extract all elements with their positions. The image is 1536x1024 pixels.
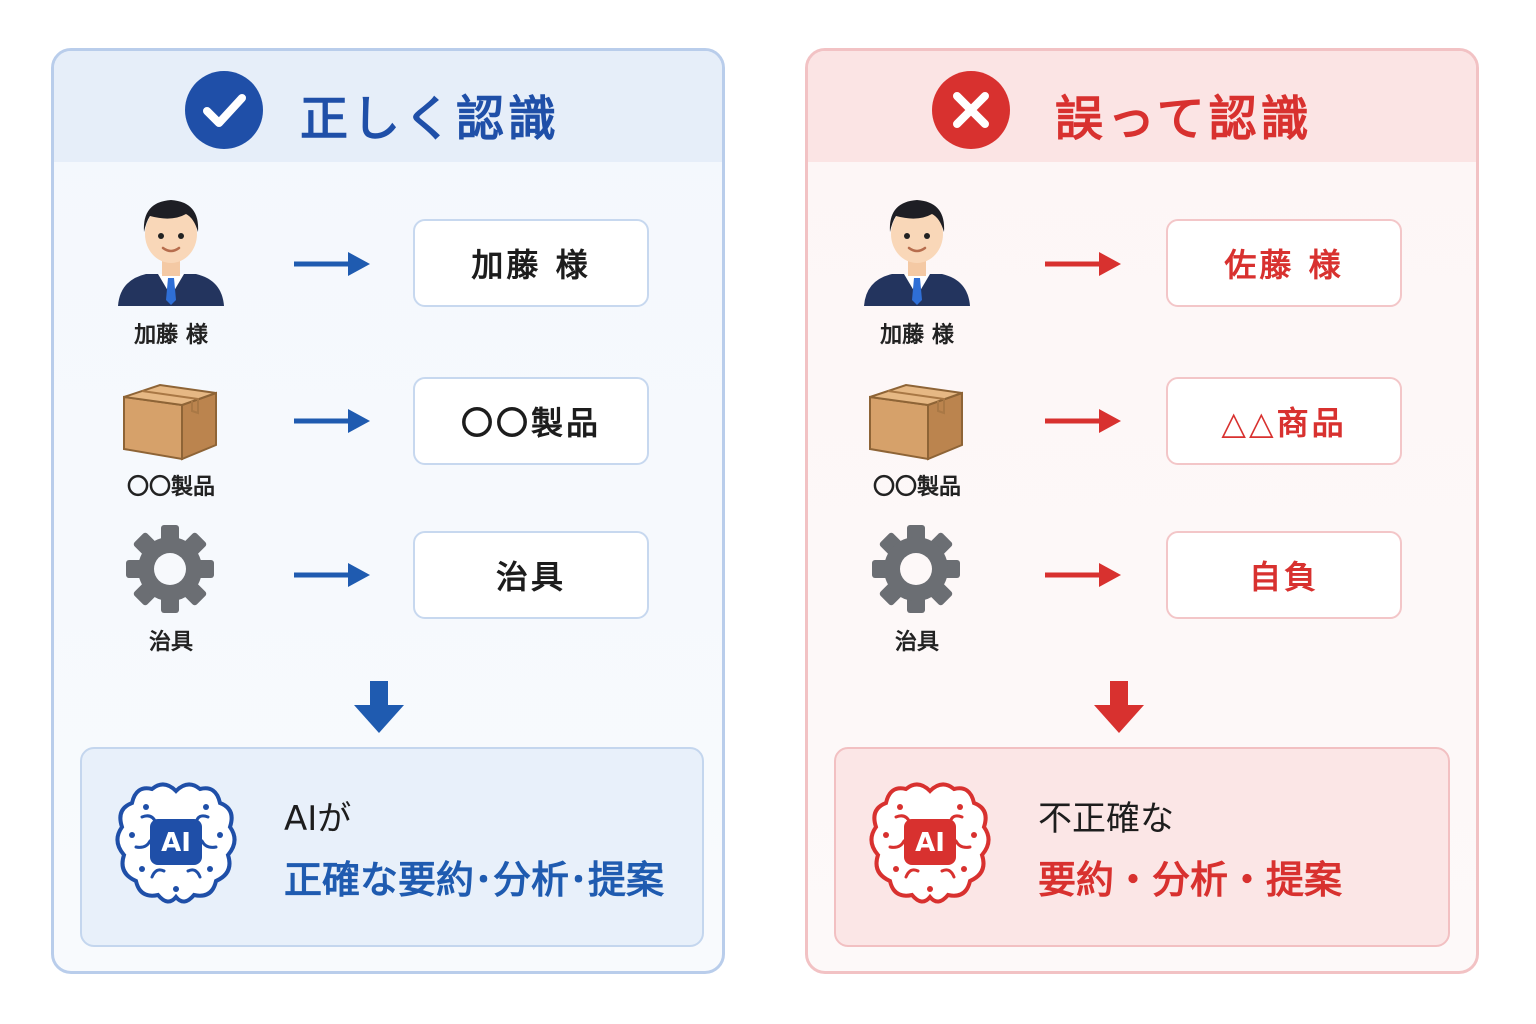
- result-box: 〇〇製品: [413, 377, 649, 465]
- source-label: 〇〇製品: [126, 475, 215, 500]
- result-box: △△商品: [1166, 377, 1402, 465]
- gear-icon: [870, 523, 962, 619]
- source-label: 加藤 様: [134, 323, 208, 348]
- summary-line-1: AIが: [284, 799, 352, 839]
- panel-title: 誤って認識: [1055, 91, 1313, 147]
- arrow-down-icon: [1094, 681, 1144, 733]
- incorrect-recognition-panel: 誤って認識 加藤 様 佐藤 様 〇〇製品 △△商品: [805, 48, 1479, 974]
- source-label: 〇〇製品: [872, 475, 961, 500]
- check-circle-icon: [185, 71, 263, 149]
- summary-line-2: 正確な要約･分析･提案: [284, 858, 665, 902]
- box-icon: [120, 369, 220, 465]
- result-box: 佐藤 様: [1166, 219, 1402, 307]
- summary-line-2: 要約・分析・提案: [1038, 858, 1343, 902]
- correct-recognition-panel: 正しく認識 加藤 様 加藤 様 〇〇製品 〇〇製品: [51, 48, 725, 974]
- ai-badge: AI: [915, 828, 945, 858]
- result-box: 加藤 様: [413, 219, 649, 307]
- ai-brain-icon: AI: [112, 777, 240, 913]
- arrow-right-icon: [294, 563, 370, 587]
- summary-box: AI 不正確な 要約・分析・提案: [834, 747, 1450, 947]
- gear-icon: [124, 523, 216, 619]
- box-icon: [866, 369, 966, 465]
- ai-badge: AI: [161, 828, 191, 858]
- arrow-right-icon: [1045, 252, 1121, 276]
- arrow-right-icon: [294, 252, 370, 276]
- result-box: 治具: [413, 531, 649, 619]
- person-icon: [116, 188, 226, 312]
- person-icon: [862, 188, 972, 312]
- arrow-right-icon: [294, 409, 370, 433]
- arrow-down-icon: [354, 681, 404, 733]
- source-label: 治具: [148, 630, 193, 655]
- summary-line-1: 不正確な: [1038, 799, 1174, 839]
- panel-header: 正しく認識: [54, 51, 722, 162]
- panel-header: 誤って認識: [808, 51, 1476, 162]
- source-label: 治具: [894, 630, 939, 655]
- result-box: 自負: [1166, 531, 1402, 619]
- summary-box: AI AIが 正確な要約･分析･提案: [80, 747, 704, 947]
- panel-title: 正しく認識: [300, 91, 561, 147]
- cross-circle-icon: [932, 71, 1010, 149]
- source-label: 加藤 様: [880, 323, 954, 348]
- ai-brain-icon: AI: [866, 777, 994, 913]
- arrow-right-icon: [1045, 409, 1121, 433]
- arrow-right-icon: [1045, 563, 1121, 587]
